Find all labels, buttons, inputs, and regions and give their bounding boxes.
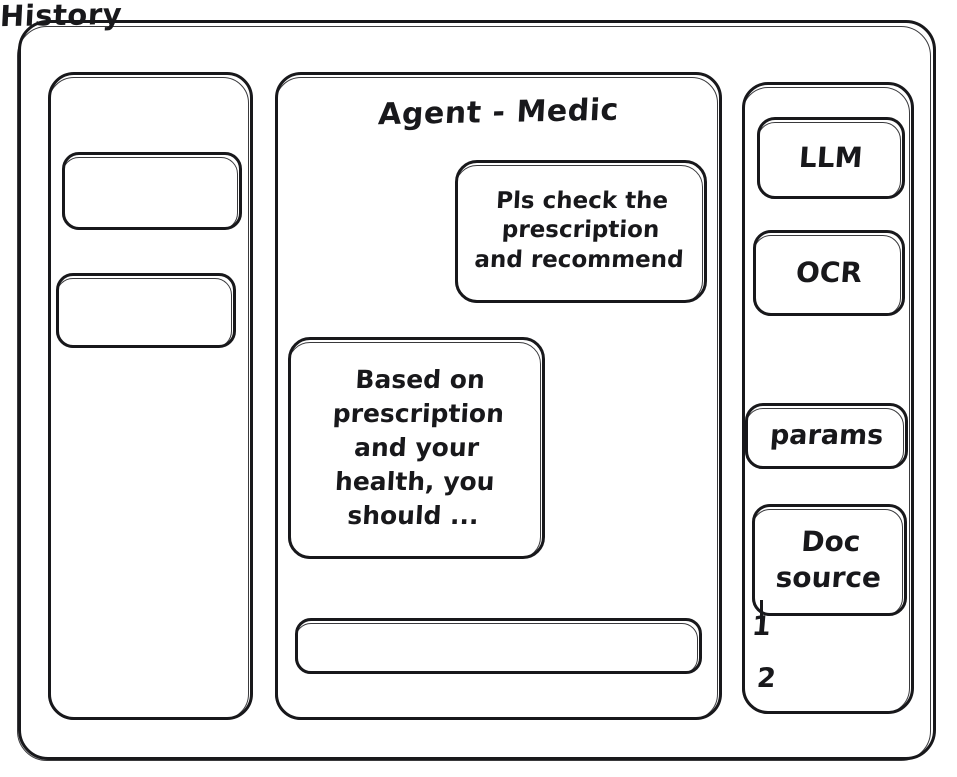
chat-bubble-agent-text: Based on prescription and your health, y… [331, 365, 505, 530]
doc-source-connector-line [760, 600, 763, 630]
history-panel-title: History [0, 0, 123, 34]
tool-button-params[interactable]: params [745, 403, 908, 469]
tool-button-llm-label: LLM [798, 141, 864, 175]
doc-source-ref-1[interactable]: 1 [750, 611, 773, 642]
tool-button-llm[interactable]: LLM [757, 117, 905, 199]
history-list-item[interactable] [56, 273, 236, 348]
tool-button-ocr[interactable]: OCR [753, 230, 905, 316]
message-input[interactable] [295, 618, 702, 674]
tool-button-doc-source-label: Doc source [774, 525, 883, 594]
tool-button-params-label: params [768, 419, 885, 451]
doc-source-ref-2[interactable]: 2 [755, 663, 778, 694]
chat-bubble-user: Pls check the prescription and recommend [455, 160, 707, 303]
tool-button-ocr-label: OCR [794, 256, 864, 290]
chat-bubble-user-text: Pls check the prescription and recommend [474, 188, 685, 274]
tool-button-doc-source[interactable]: Doc source [752, 504, 907, 616]
chat-bubble-agent: Based on prescription and your health, y… [288, 337, 545, 559]
history-list-item[interactable] [62, 152, 242, 230]
